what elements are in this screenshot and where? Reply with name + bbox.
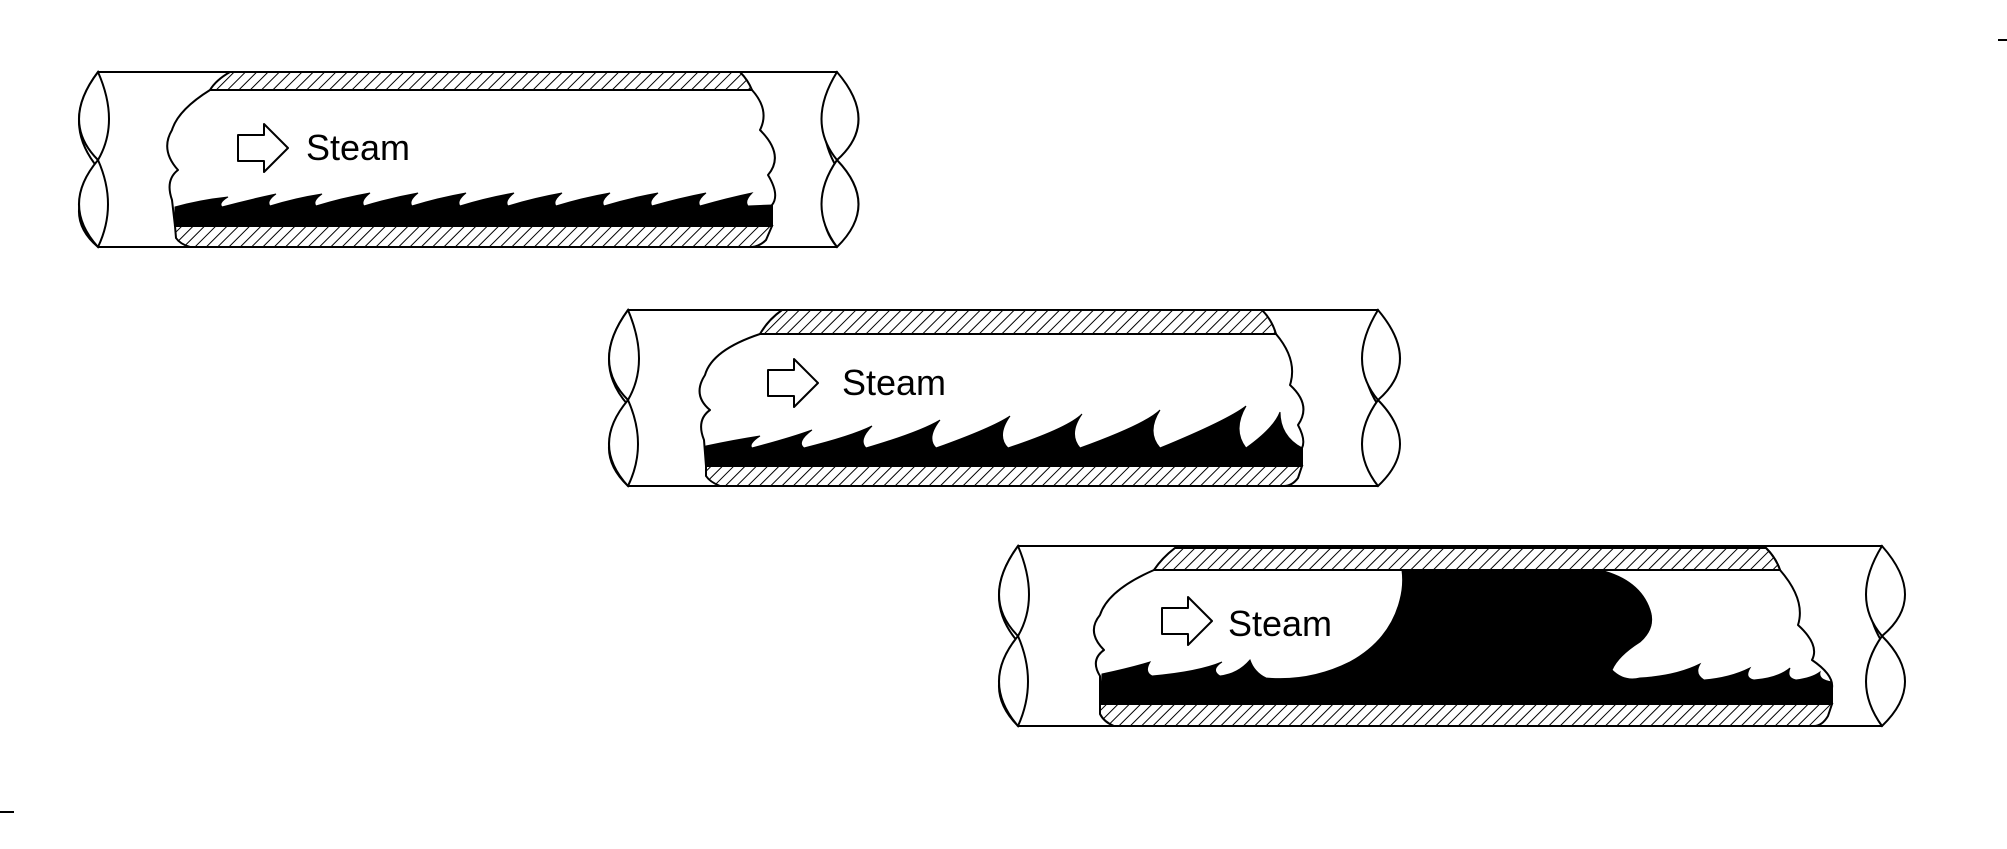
pipe-wavy: Steam: [608, 307, 1401, 488]
pipe-wall-top: [208, 71, 754, 91]
pipe-wall-top-over-slug: [1152, 547, 1782, 571]
pipe-left-end-lower: [78, 158, 109, 249]
pipe-left-end-lower: [998, 634, 1029, 728]
pipe-right-end-lower: [1361, 398, 1401, 488]
flow-arrow-icon: [237, 123, 289, 173]
pipe-wall-bottom: [1099, 703, 1834, 727]
steam-label: Steam: [842, 362, 946, 403]
pipe-left-end-lower: [608, 398, 639, 488]
flow-arrow-icon: [1161, 596, 1213, 646]
water-layer: [705, 405, 1303, 467]
steam-label: Steam: [306, 127, 410, 168]
water-layer: [174, 192, 773, 227]
pipe-wall-bottom: [705, 465, 1304, 487]
pipe-right-end-lower: [820, 158, 860, 249]
steam-label: Steam: [1228, 603, 1332, 644]
flow-arrow-icon: [767, 358, 819, 408]
water-slug: [1099, 569, 1833, 705]
pipe-right-end-lower: [1865, 634, 1906, 728]
pipe-stratified: Steam: [78, 70, 860, 249]
pipe-wall-bottom: [173, 225, 774, 248]
pipe-wall-top: [758, 309, 1278, 335]
pipe-slug: Steam: [998, 543, 1906, 728]
